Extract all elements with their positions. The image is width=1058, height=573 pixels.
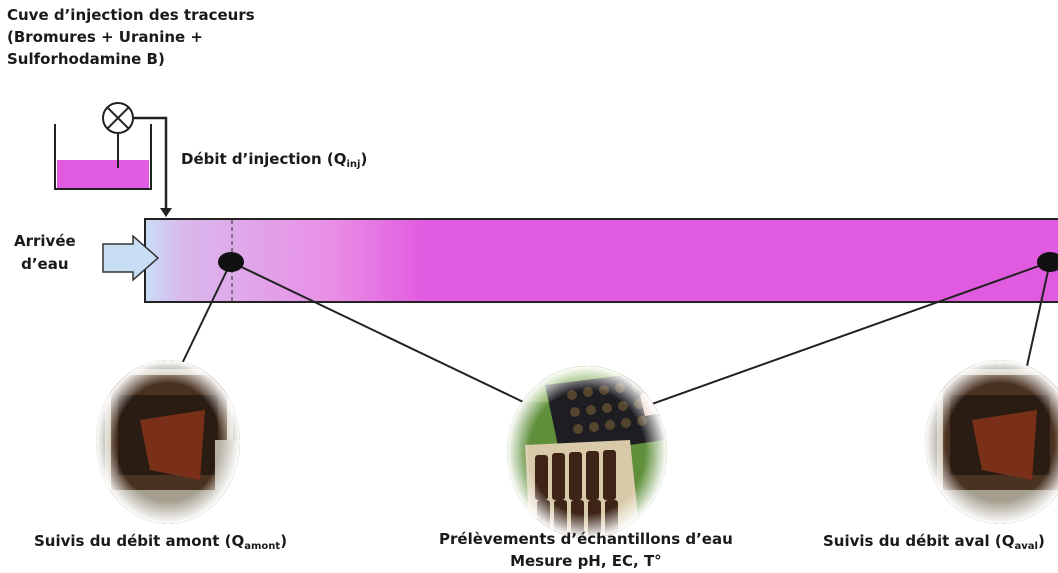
sampling-caption-line-1: Prélèvements d’échantillons d’eau xyxy=(439,530,733,548)
tracer-tank-title: Cuve d’injection des traceurs (Bromures … xyxy=(7,5,255,70)
water-inlet-line-2: d’eau xyxy=(21,254,69,273)
tank-liquid xyxy=(57,160,149,188)
downstream-flow-caption: Suivis du débit aval (Qaval) xyxy=(823,532,1045,552)
upstream-flow-photo xyxy=(96,360,240,524)
downstream-measurement-point xyxy=(1037,252,1058,272)
injection-flow-label: Débit d’injection (Qinj) xyxy=(181,150,368,170)
sampling-caption-line-2: Mesure pH, EC, T° xyxy=(510,551,662,570)
injection-arrowhead xyxy=(160,208,172,217)
upstream-flow-subscript: amont xyxy=(244,541,281,552)
downstream-flow-subscript: aval xyxy=(1014,541,1038,552)
channel xyxy=(144,218,1058,303)
title-line-1: Cuve d’injection des traceurs xyxy=(7,6,255,24)
downstream-flow-photo xyxy=(925,360,1058,524)
valve xyxy=(102,102,134,168)
title-line-3: Sulforhodamine B) xyxy=(7,49,165,68)
title-line-2: (Bromures + Uranine + xyxy=(7,27,203,46)
upstream-flow-caption: Suivis du débit amont (Qamont) xyxy=(34,532,288,552)
tank-walls xyxy=(54,124,152,190)
water-inlet-arrow xyxy=(102,234,160,282)
upstream-measurement-point xyxy=(218,252,244,272)
sampling-caption: Prélèvements d’échantillons d’eau Mesure… xyxy=(439,529,733,573)
injection-flow-subscript: inj xyxy=(346,159,361,170)
water-inlet-line-1: Arrivée xyxy=(14,232,76,250)
tracer-tank xyxy=(54,124,152,190)
sampling-photo xyxy=(507,366,667,538)
water-inlet-label: Arrivée d’eau xyxy=(14,230,76,275)
injection-pipe xyxy=(133,116,168,210)
connectors xyxy=(177,261,1051,411)
